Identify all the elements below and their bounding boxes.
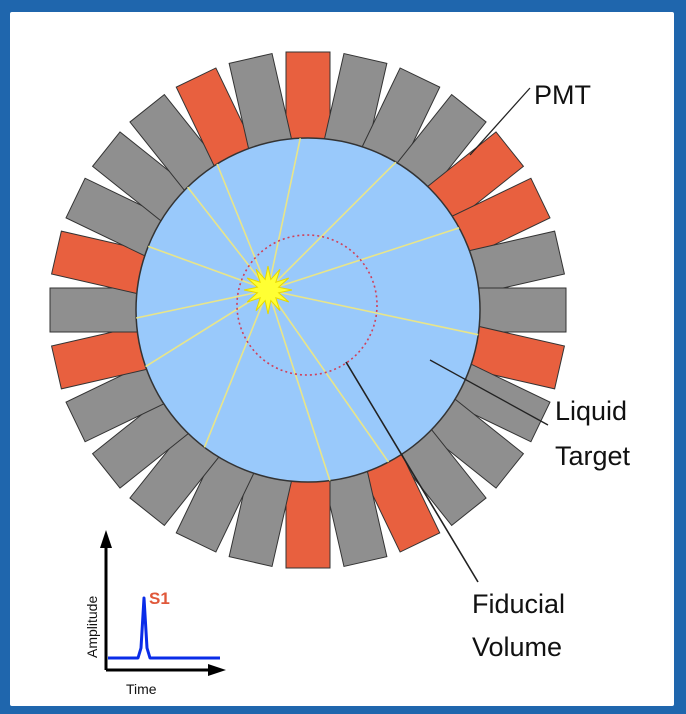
inset-x-axis-label: Time: [126, 681, 157, 697]
pmt-tube: [49, 287, 140, 333]
pmt-ring: [49, 51, 567, 569]
scintillation-ray: [136, 289, 269, 319]
scintillation-ray: [267, 289, 479, 336]
amplitude-time-inset: S1 Amplitude Time: [84, 530, 226, 697]
pmt-tube-hit: [285, 51, 331, 142]
liquid-target-leader-line: [429, 359, 549, 426]
pmt-tube: [476, 287, 567, 333]
inset-x-arrowhead-icon: [208, 664, 226, 676]
fiducial-volume-boundary: [236, 234, 378, 376]
interaction-flash-icon: [243, 265, 293, 315]
scintillation-ray: [147, 245, 269, 291]
pmt-leader-line: [469, 87, 531, 156]
liquid-target-disk: [135, 137, 481, 483]
fiducial-volume-label-line2: Volume: [472, 632, 562, 662]
inset-signal-label: S1: [149, 589, 170, 608]
scintillation-ray: [145, 289, 269, 368]
liquid-target-label-line1: Liquid: [555, 396, 627, 426]
inset-signal-trace: [108, 596, 220, 660]
fiducial-volume-leader-line: [345, 361, 479, 583]
fiducial-volume-label-line1: Fiducial: [472, 589, 565, 619]
scintillation-ray: [203, 289, 269, 448]
scintillation-ray: [216, 163, 269, 291]
pmt-label: PMT: [534, 80, 591, 110]
scintillation-ray: [187, 186, 269, 291]
scintillation-ray: [267, 161, 397, 291]
inset-y-arrowhead-icon: [100, 530, 112, 548]
scintillation-ray: [267, 227, 460, 291]
liquid-target-label-line2: Target: [555, 441, 631, 471]
scintillation-ray: [267, 138, 302, 291]
scintillation-ray: [267, 289, 331, 481]
scintillation-rays: [136, 138, 479, 481]
scintillation-ray: [267, 289, 390, 463]
inset-y-axis-label: Amplitude: [84, 596, 100, 658]
pmt-tube-hit: [285, 478, 331, 569]
